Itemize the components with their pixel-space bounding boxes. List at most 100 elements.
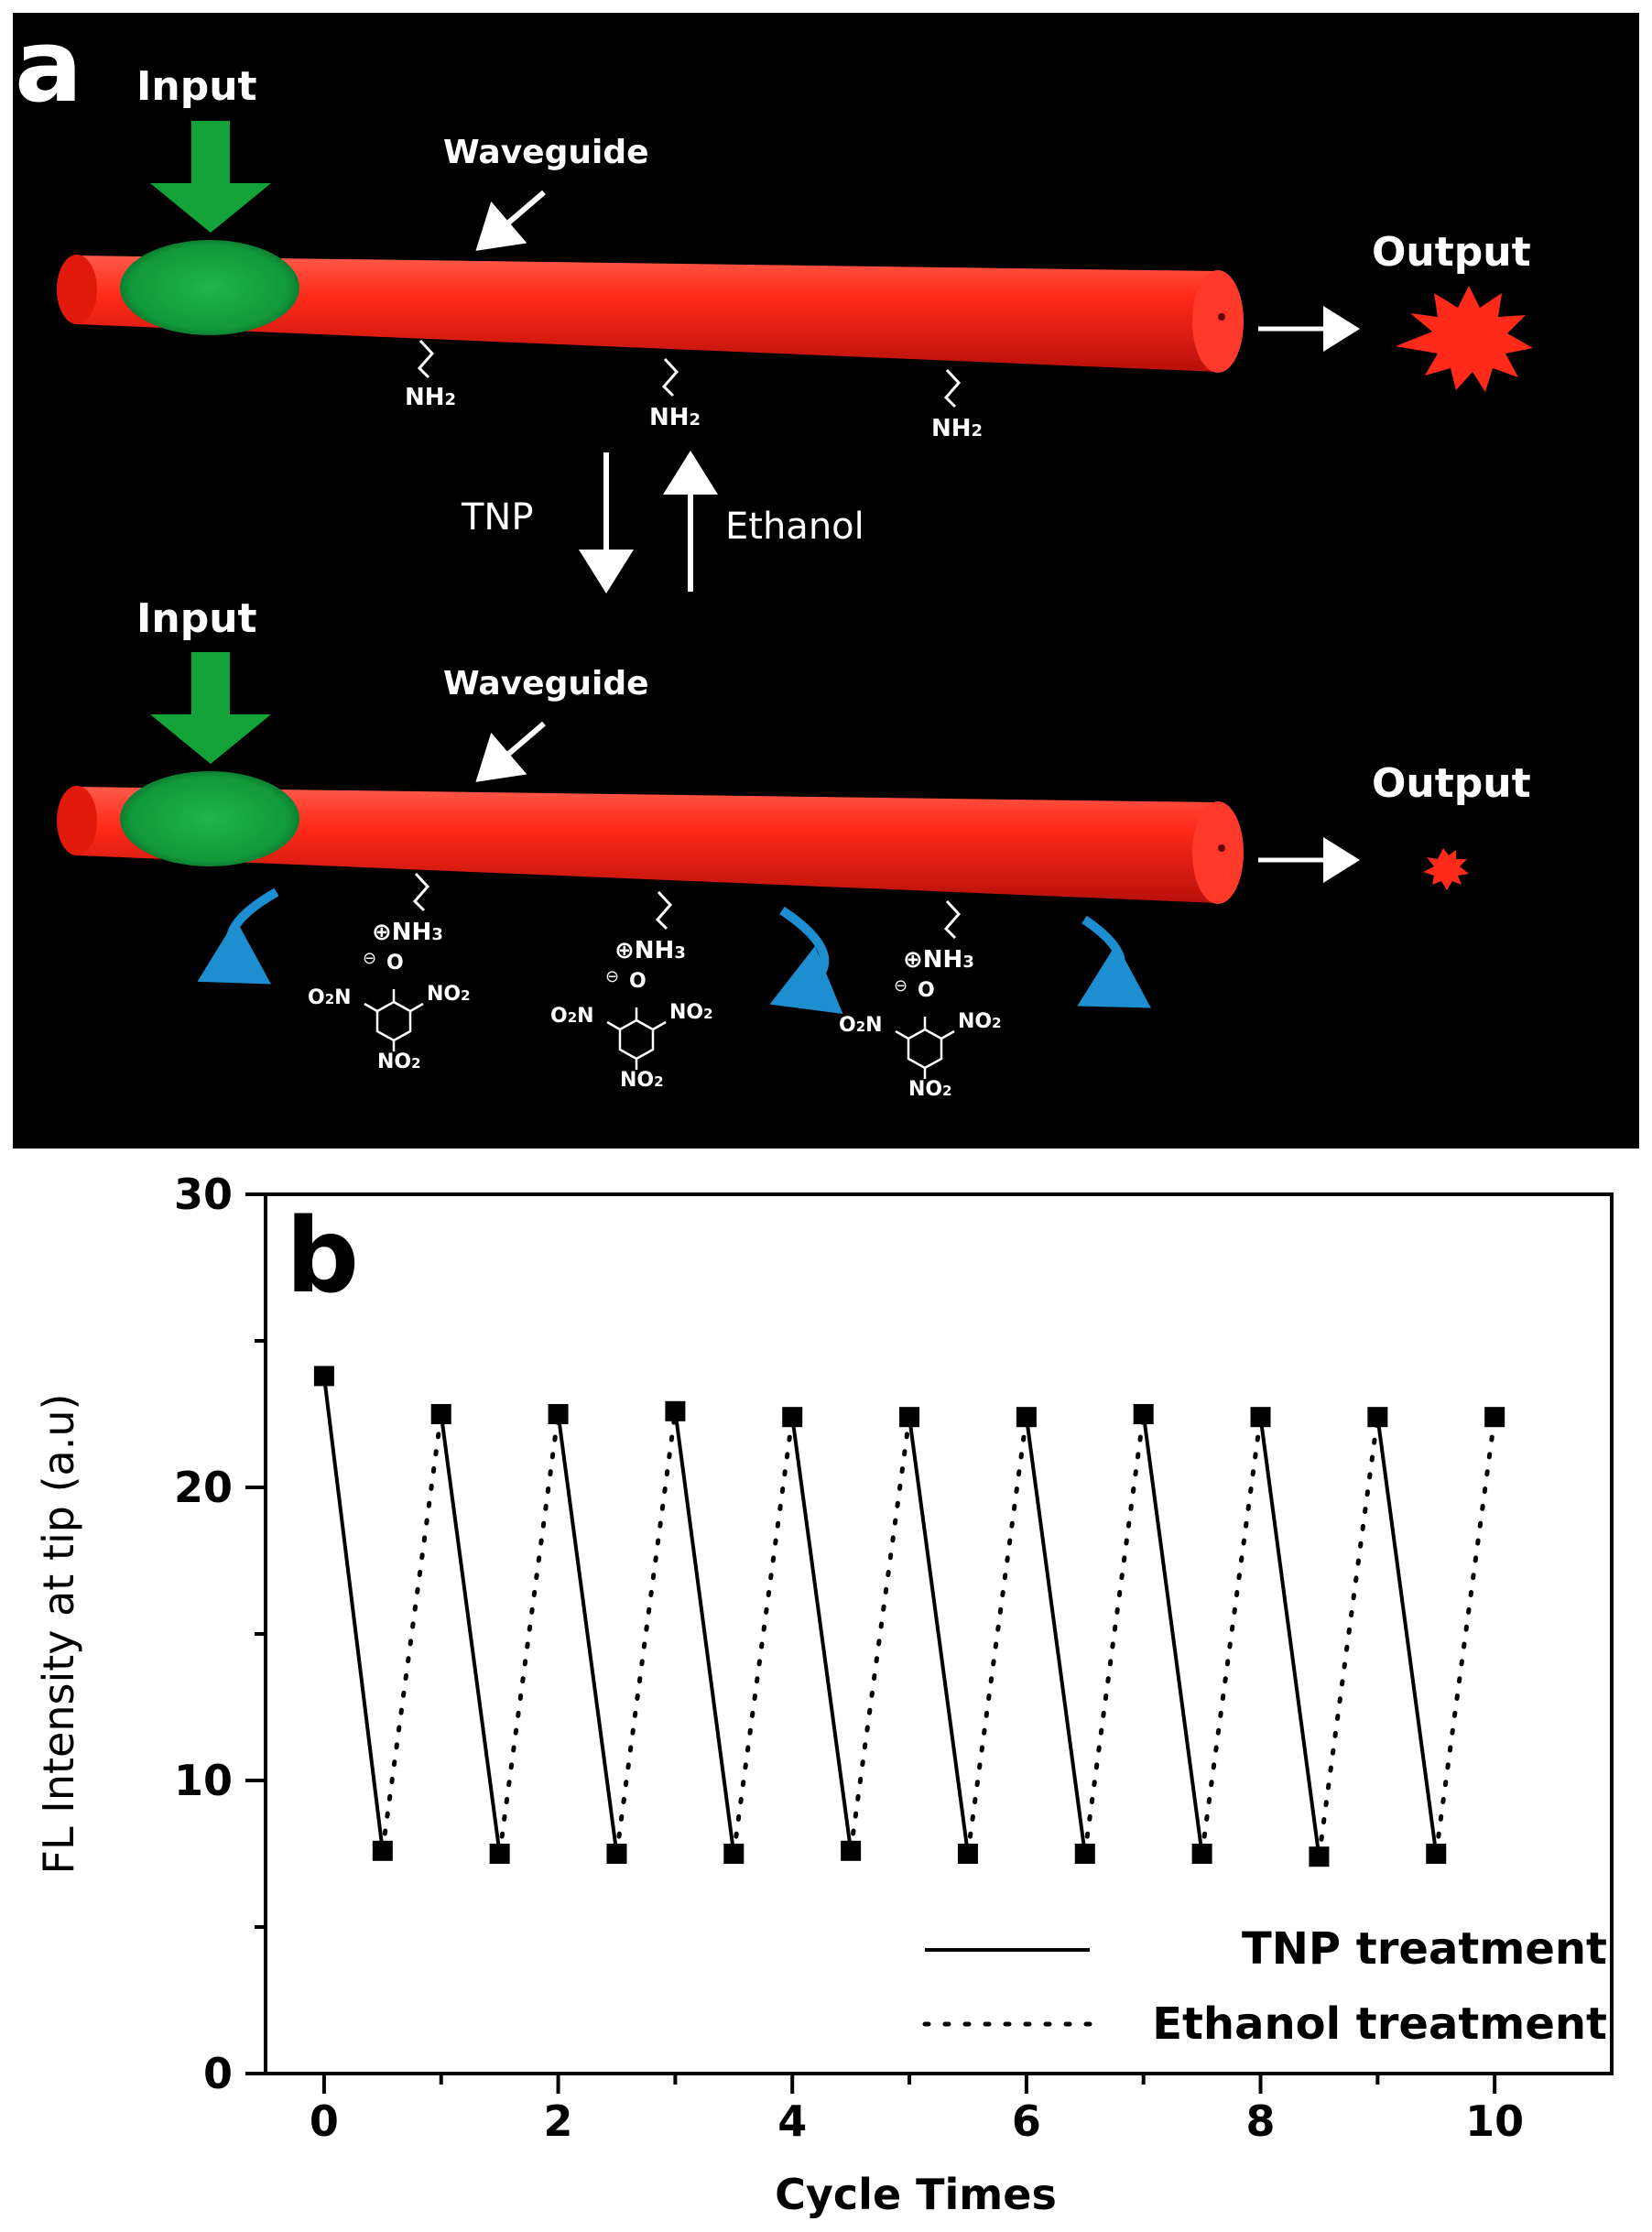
svg-text:O: O — [386, 952, 404, 974]
data-point-marker — [665, 1400, 686, 1421]
output-label-bottom: Output — [1372, 760, 1531, 807]
waveguide-label-bottom: Waveguide — [443, 665, 649, 702]
tnp-segment — [321, 1376, 385, 1852]
series-lines — [321, 1376, 1497, 1859]
data-point-marker — [1250, 1407, 1271, 1428]
data-point-marker — [489, 1844, 510, 1864]
picrate-complex-2: ⊕NH3 O ⊖ O2N NO2 NO2 — [550, 890, 713, 1092]
panel-a-schematic: a Input Waveguide Output NH2 NH2 NH2 TNP… — [13, 7, 1639, 1149]
data-point-marker — [1016, 1407, 1037, 1428]
waveguide-pointer-top — [475, 190, 546, 251]
legend: TNP treatment Ethanol treatment — [922, 1923, 1607, 2050]
waveguide-top — [57, 255, 1244, 373]
svg-text:O: O — [918, 979, 935, 1002]
input-spot-top — [120, 240, 299, 335]
waveguide-pointer-bottom — [475, 721, 546, 782]
tnp-segment — [439, 1413, 502, 1855]
tnp-label: TNP — [461, 496, 533, 539]
data-point-marker — [606, 1844, 627, 1864]
legend-label-tnp: TNP treatment — [1242, 1923, 1607, 1975]
data-point-marker — [1133, 1404, 1154, 1424]
tnp-segment — [1258, 1416, 1321, 1857]
data-point-marker — [430, 1404, 451, 1424]
data-point-marker — [1426, 1844, 1447, 1864]
svg-text:NO2: NO2 — [908, 1078, 952, 1101]
tnp-segment — [1141, 1413, 1204, 1855]
data-point-marker — [957, 1844, 978, 1864]
svg-text:⊖: ⊖ — [605, 967, 619, 986]
data-point-marker — [1074, 1844, 1095, 1864]
svg-text:NH2: NH2 — [931, 415, 983, 442]
y-tick-label: 0 — [203, 2049, 233, 2098]
ethanol-segment — [1082, 1411, 1147, 1856]
panel-a-letter: a — [15, 13, 82, 125]
picrate-complex-3: ⊕NH3 O ⊖ O2N NO2 NO2 — [839, 899, 1002, 1101]
data-markers — [313, 1366, 1505, 1867]
tnp-segment — [1375, 1416, 1439, 1855]
input-spot-bottom — [120, 771, 299, 866]
svg-text:⊕NH3: ⊕NH3 — [614, 937, 686, 964]
tnp-segment — [556, 1413, 619, 1855]
tnp-segment — [1024, 1416, 1087, 1855]
data-point-marker — [313, 1366, 334, 1387]
ethanol-segment — [848, 1414, 912, 1854]
panel-b-letter: b — [286, 1197, 359, 1316]
data-point-marker — [723, 1844, 744, 1864]
amine-group-1: NH2 — [405, 339, 456, 411]
blue-curved-arrow-1 — [197, 887, 279, 985]
legend-label-ethanol: Ethanol treatment — [1152, 1998, 1607, 2050]
tnp-segment — [908, 1416, 970, 1855]
blue-curved-arrow-2 — [769, 906, 843, 1014]
output-label-top: Output — [1372, 229, 1531, 276]
svg-text:⊖: ⊖ — [894, 976, 908, 996]
svg-text:⊕NH3: ⊕NH3 — [372, 919, 443, 946]
ethanol-label: Ethanol — [725, 506, 864, 548]
svg-text:O2N: O2N — [839, 1014, 883, 1037]
svg-text:⊖: ⊖ — [363, 949, 376, 968]
tnp-segment — [673, 1410, 736, 1855]
svg-text:O2N: O2N — [308, 986, 352, 1009]
axis-ticks — [245, 1192, 1497, 2094]
data-point-marker — [548, 1404, 569, 1424]
data-point-marker — [1367, 1407, 1388, 1428]
input-arrow-bottom — [150, 652, 271, 764]
picrate-complex-1: ⊕NH3 O ⊖ O2N NO2 NO2 — [308, 872, 471, 1073]
data-point-marker — [1309, 1846, 1330, 1867]
ethanol-segment — [1433, 1414, 1497, 1856]
input-arrow-top — [150, 121, 271, 233]
y-tick-label: 10 — [174, 1756, 233, 1805]
output-burst-small — [1423, 848, 1469, 890]
ethanol-segment — [731, 1414, 795, 1856]
x-tick-label: 4 — [777, 2096, 807, 2146]
svg-text:NO2: NO2 — [620, 1069, 664, 1092]
data-point-marker — [1484, 1407, 1505, 1428]
y-axis-label: FL Intensity at tip (a.u) — [34, 1394, 83, 1875]
x-tick-label: 0 — [310, 2096, 339, 2146]
input-label-bottom: Input — [136, 595, 257, 642]
schematic-svg: a Input Waveguide Output NH2 NH2 NH2 TNP… — [15, 7, 1533, 1101]
svg-text:NO2: NO2 — [958, 1010, 1002, 1033]
x-tick-label: 6 — [1012, 2096, 1041, 2146]
svg-text:NH2: NH2 — [649, 404, 701, 431]
ethanol-segment — [380, 1411, 444, 1854]
ethanol-segment — [965, 1414, 1029, 1856]
ethanol-segment — [1316, 1414, 1380, 1859]
svg-text:⊕NH3: ⊕NH3 — [903, 946, 974, 974]
x-axis-label: Cycle Times — [775, 2170, 1057, 2219]
svg-text:NH2: NH2 — [405, 384, 456, 411]
data-point-marker — [782, 1407, 803, 1428]
x-tick-label: 10 — [1465, 2096, 1524, 2146]
ethanol-segment — [614, 1409, 678, 1856]
y-tick-label: 30 — [174, 1170, 233, 1219]
data-point-marker — [841, 1840, 862, 1861]
waveguide-bottom — [57, 786, 1244, 904]
data-point-marker — [899, 1407, 920, 1428]
input-label-top: Input — [136, 63, 257, 110]
svg-text:NO2: NO2 — [669, 1001, 713, 1024]
x-tick-label: 8 — [1246, 2096, 1276, 2146]
amine-group-2: NH2 — [649, 357, 701, 431]
amine-group-3: NH2 — [931, 368, 983, 442]
